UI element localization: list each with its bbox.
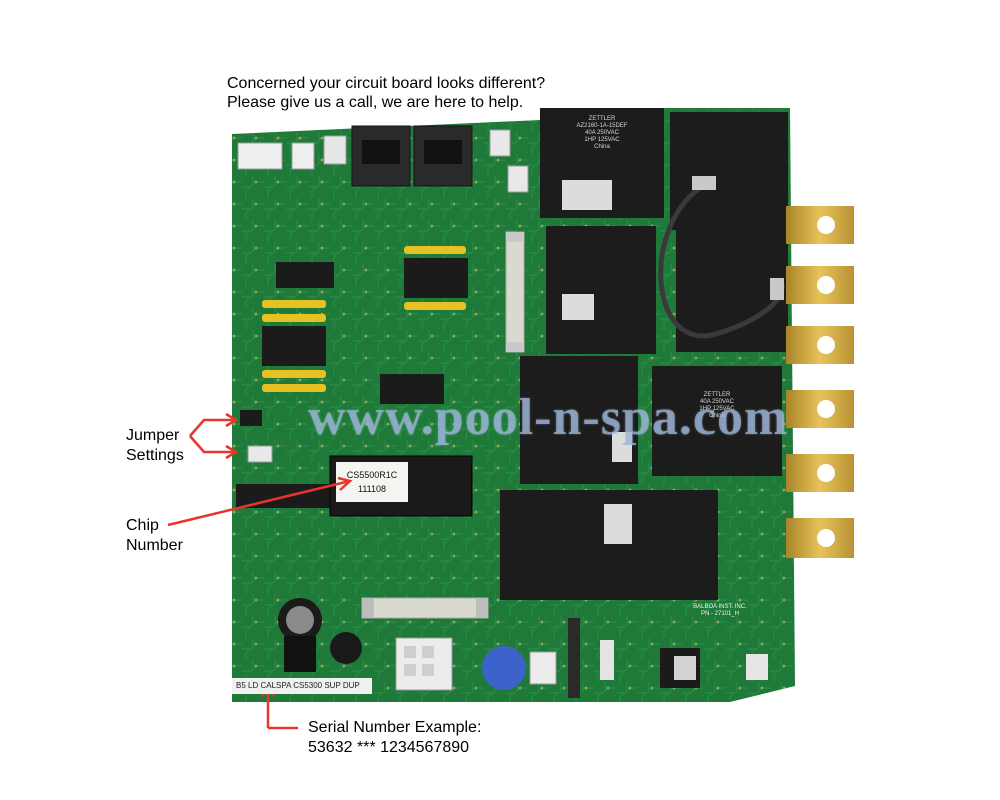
relay-4 [676, 230, 788, 352]
chip-label-line-2: 111108 [357, 484, 387, 494]
connector-white-5 [507, 165, 529, 193]
inductor [330, 632, 362, 664]
jumper-block-1 [240, 410, 262, 426]
fuse-vertical [505, 231, 525, 353]
relay-6 [652, 366, 782, 476]
maker-line-2: PN - 27101_H [700, 611, 740, 617]
relay-7 [500, 490, 588, 600]
red-arrows [167, 412, 353, 730]
relay-origin: China [709, 413, 725, 419]
relay-1-text: ZETTLER AZ2160-1A-15DEF 40A 250VAC 1HP 1… [548, 116, 656, 151]
relay-rating-2: 1HP 125VAC [584, 137, 620, 143]
ic-4 [380, 374, 444, 404]
ic-3 [262, 326, 326, 366]
jumper-block-2 [247, 445, 273, 463]
header-line-1: Concerned your circuit board looks diffe… [227, 75, 546, 92]
relay-model: AZ2160-1A-15DEF [576, 123, 628, 129]
relay-brand: ZETTLER [588, 116, 616, 122]
relay-origin: China [594, 144, 610, 150]
serial-label-line-1: Serial Number Example: [308, 719, 482, 736]
header-line-2: Please give us a call, we are here to he… [227, 94, 524, 111]
chip-label-line-1: CS5500R1C [346, 470, 398, 480]
serial-label-line-2: 53632 *** 1234567890 [308, 739, 470, 756]
connector-white-1 [237, 142, 283, 170]
connector-white-2 [291, 142, 315, 170]
wire-loop [658, 185, 785, 339]
ic-1 [276, 262, 334, 288]
maker-line-1: BALBOA INST. INC. [693, 604, 747, 610]
serial-sticker [232, 678, 372, 694]
fuse-horizontal [361, 597, 489, 619]
ic-2 [404, 258, 468, 298]
gold-terminals [786, 206, 854, 558]
serial-sticker-text: B5 LD CALSPA CS5300 SUP DUP [236, 681, 360, 690]
relay-rating-2: 1HP 125VAC [699, 406, 735, 412]
relay-rating-1: 40A 250VAC [585, 130, 619, 136]
jumper-label-line-2: Settings [126, 447, 184, 464]
chip-label-line-1: Chip [126, 517, 159, 534]
relay-6-text: ZETTLER 40A 250VAC 1HP 125VAC China [662, 392, 772, 420]
relay-5 [520, 356, 638, 484]
chip-label-line-2: Number [126, 537, 183, 554]
relay-2 [670, 112, 788, 230]
connector-white-4 [489, 129, 511, 157]
watermark: www.pool-n-spa.com [308, 389, 789, 446]
maker-text: BALBOA INST. INC. PN - 27101_H [670, 604, 770, 618]
relay-rating-1: 40A 250VAC [700, 399, 734, 405]
blue-varistor [482, 646, 526, 690]
connector-white-3 [323, 135, 347, 165]
jumper-label-line-1: Jumper [126, 427, 180, 444]
relay-3 [546, 226, 656, 354]
relay-brand: ZETTLER [703, 392, 731, 398]
